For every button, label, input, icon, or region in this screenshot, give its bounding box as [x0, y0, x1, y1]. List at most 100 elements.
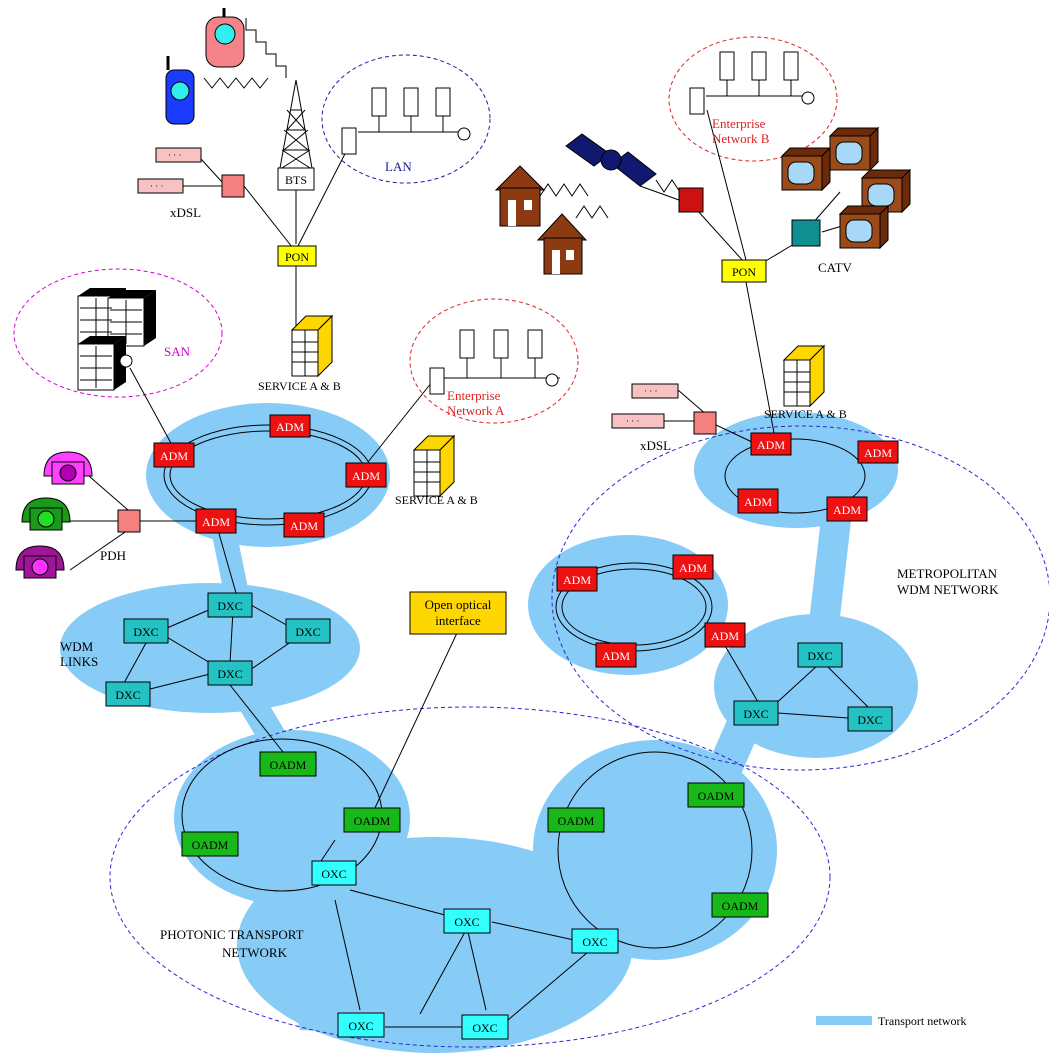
metro-cloud [551, 425, 1049, 771]
oxc-label: OXC [321, 867, 346, 881]
wdm-links-area [60, 583, 360, 713]
adm-node [672, 554, 714, 580]
house-icon [494, 165, 546, 227]
dxc-label: DXC [857, 713, 882, 727]
adm-node [826, 496, 868, 522]
oxc-node [311, 860, 357, 886]
dsl-modem-icon [155, 147, 202, 163]
dxc-node [207, 592, 253, 618]
enterprise-a-label-2: Network A [447, 403, 505, 418]
oxc-label: OXC [472, 1021, 497, 1035]
adm-label: ADM [602, 649, 630, 663]
satellite-receiver [678, 187, 704, 213]
modem-dots: · · · [644, 386, 658, 396]
service-server-icon [290, 314, 334, 378]
radio-wave-icon [655, 179, 681, 193]
adm-label: ADM [160, 449, 188, 463]
dxc-label: DXC [115, 688, 140, 702]
tv-icon [860, 168, 912, 214]
service-label-right: SERVICE A & B [764, 407, 847, 421]
dsl-modem-icon [631, 383, 679, 399]
adm-label: ADM [833, 503, 861, 517]
adm-node [857, 440, 899, 464]
photonic-cloud [109, 706, 831, 1048]
adm-label: ADM [711, 629, 739, 643]
dxc-label: DXC [743, 707, 768, 721]
oxc-node [461, 1014, 509, 1040]
house-icon [536, 213, 588, 275]
oxc-label: OXC [348, 1019, 373, 1033]
metro-top-ring [724, 438, 866, 514]
oadm-label: OADM [192, 838, 229, 852]
san-storage-icon [77, 288, 156, 391]
dsl-modem-icon [611, 413, 665, 429]
radio-wave-icon [539, 183, 589, 197]
enterprise-a-network-icon [429, 329, 559, 395]
xdsl-label-right: xDSL [640, 438, 671, 453]
adm-node [556, 566, 598, 592]
bts-node [277, 167, 315, 191]
oxc-node [571, 928, 619, 954]
modem-dots: · · · [626, 416, 640, 426]
adm-node [595, 642, 637, 668]
adm-node [704, 622, 746, 648]
mobile-phone-blue-icon [165, 56, 195, 125]
lan-label: LAN [385, 159, 412, 174]
oadm-label: OADM [270, 758, 307, 772]
oadm-node [181, 831, 239, 857]
pon-label-right: PON [732, 265, 756, 279]
oadm-label: OADM [722, 899, 759, 913]
dxc-nodes: DXC DXC DXC DXC DXC DXC DXC DXC [105, 592, 893, 732]
adm-node [283, 512, 325, 538]
san-cloud [13, 268, 223, 398]
service-label-middle: SERVICE A & B [395, 493, 478, 507]
open-optical-interface-box [409, 591, 507, 635]
pdh-label: PDH [100, 548, 126, 563]
adm-node [737, 488, 779, 514]
telephone-purple-icon [15, 545, 65, 579]
xdsl-label-left: xDSL [170, 205, 201, 220]
adm-label: ADM [864, 446, 892, 460]
pdh-multiplexer [117, 509, 141, 533]
adm-label: ADM [744, 495, 772, 509]
adm-label: ADM [679, 561, 707, 575]
satellite-icon [565, 133, 657, 187]
dsl-multiplexer [693, 411, 717, 435]
dxc-node [123, 618, 169, 644]
oxc-label: OXC [454, 915, 479, 929]
enterprise-b-label-2: Network B [712, 131, 770, 146]
dsl-modem-icon [137, 178, 184, 194]
open-interface-label-2: interface [435, 613, 481, 628]
dxc-label: DXC [133, 625, 158, 639]
open-interface-label-1: Open optical [425, 597, 492, 612]
dxc-label: DXC [217, 667, 242, 681]
catv-hub [791, 219, 821, 247]
oadm-nodes: OADM OADM OADM OADM OADM OADM [181, 751, 769, 918]
modem-dots: · · · [150, 181, 164, 191]
mobile-phone-pink-icon [205, 8, 245, 68]
oxc-nodes: OXC OXC OXC OXC OXC [311, 860, 619, 1040]
adm-label: ADM [202, 515, 230, 529]
wdm-label-2: LINKS [60, 654, 98, 669]
oadm-node [343, 807, 401, 833]
transport-link [806, 510, 852, 652]
oxc-label: OXC [582, 935, 607, 949]
service-server-icon [782, 344, 826, 408]
dxc-label: DXC [807, 649, 832, 663]
adm-label: ADM [290, 519, 318, 533]
oadm-node [711, 892, 769, 918]
adm-label: ADM [757, 438, 785, 452]
pon-label-left: PON [285, 250, 309, 264]
service-label-left: SERVICE A & B [258, 379, 341, 393]
radio-wave-icon [575, 205, 609, 219]
adm-label: ADM [276, 420, 304, 434]
lan-cloud [321, 54, 491, 184]
adm-label: ADM [352, 469, 380, 483]
adm-node [153, 442, 195, 468]
photonic-label-2: NETWORK [222, 945, 288, 960]
oadm-node [259, 751, 317, 777]
dsl-multiplexer [221, 174, 245, 198]
oxc-node [337, 1012, 385, 1038]
bts-label: BTS [285, 173, 307, 187]
metro-label-1: METROPOLITAN [897, 566, 998, 581]
